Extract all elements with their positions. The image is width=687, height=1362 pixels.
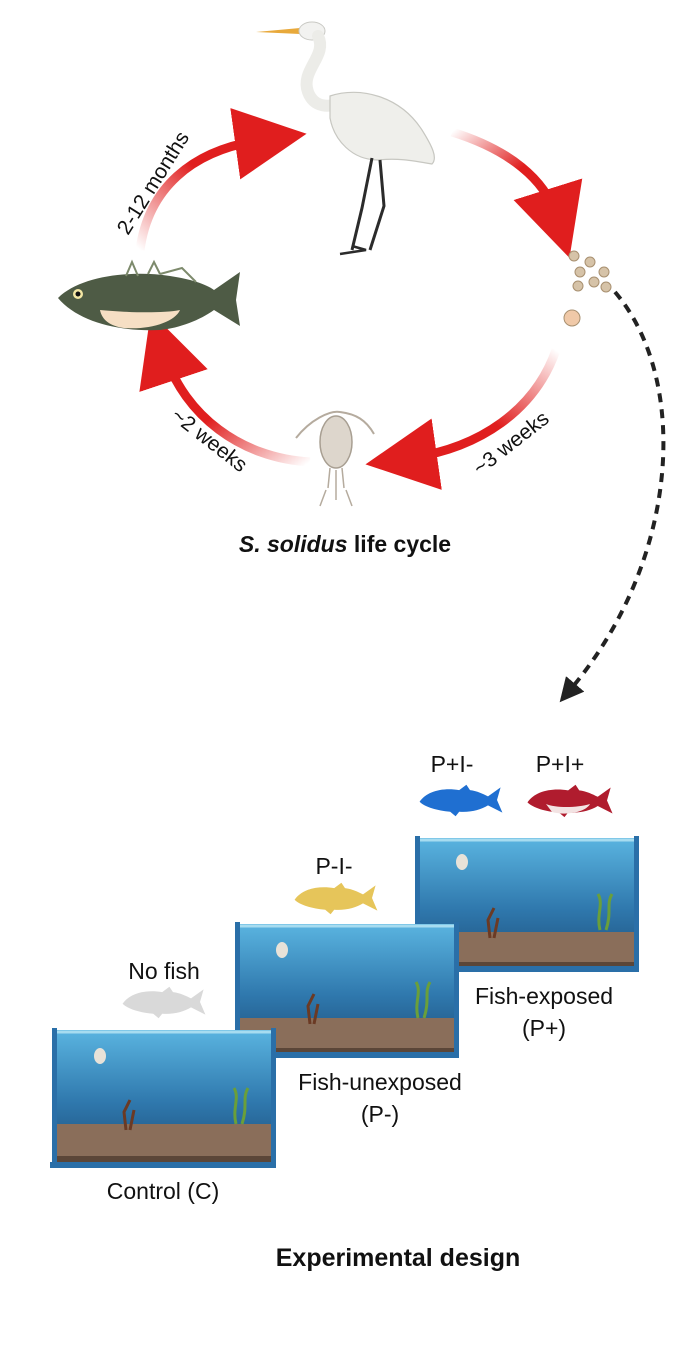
stickleback-icon <box>58 259 240 331</box>
fish-silhouette-icon <box>122 986 206 1019</box>
arrow-dashed-to-experiment <box>559 290 666 703</box>
arrow-bird-to-eggs <box>450 127 583 258</box>
experimental-design-title: Experimental design <box>276 1244 521 1272</box>
copepod-icon <box>295 410 375 507</box>
tank-label-exposed: Fish-exposed <box>475 983 613 1009</box>
arrow-eggs-to-copepod <box>365 348 561 490</box>
arrow-copepod-to-fish <box>139 312 311 467</box>
egret-icon <box>256 21 435 256</box>
tank-label-exposed-abbr: (P+) <box>522 1015 566 1041</box>
fish-silhouette-icon <box>419 784 503 817</box>
tank-label-unexposed-abbr: (P-) <box>361 1101 399 1127</box>
fish-label-exposed-uninfected: P+I- <box>431 751 474 777</box>
parasite-egg-icon <box>563 250 612 327</box>
arrow-fish-to-bird <box>135 108 307 251</box>
tank-label-control: Control (C) <box>107 1178 219 1204</box>
tank-label-unexposed: Fish-unexposed <box>298 1069 462 1095</box>
fish-silhouette-icon <box>527 784 613 818</box>
fish-label-unexposed: P-I- <box>315 853 352 879</box>
stage-label-fish-to-bird: 2-12 months <box>113 127 194 238</box>
aquarium-tank-icon <box>50 1028 276 1168</box>
fish-silhouette-icon <box>294 882 378 915</box>
fish-label-exposed-infected: P+I+ <box>536 751 585 777</box>
life-cycle-title: S. solidus life cycle <box>239 531 451 557</box>
fish-label-control: No fish <box>128 958 200 984</box>
